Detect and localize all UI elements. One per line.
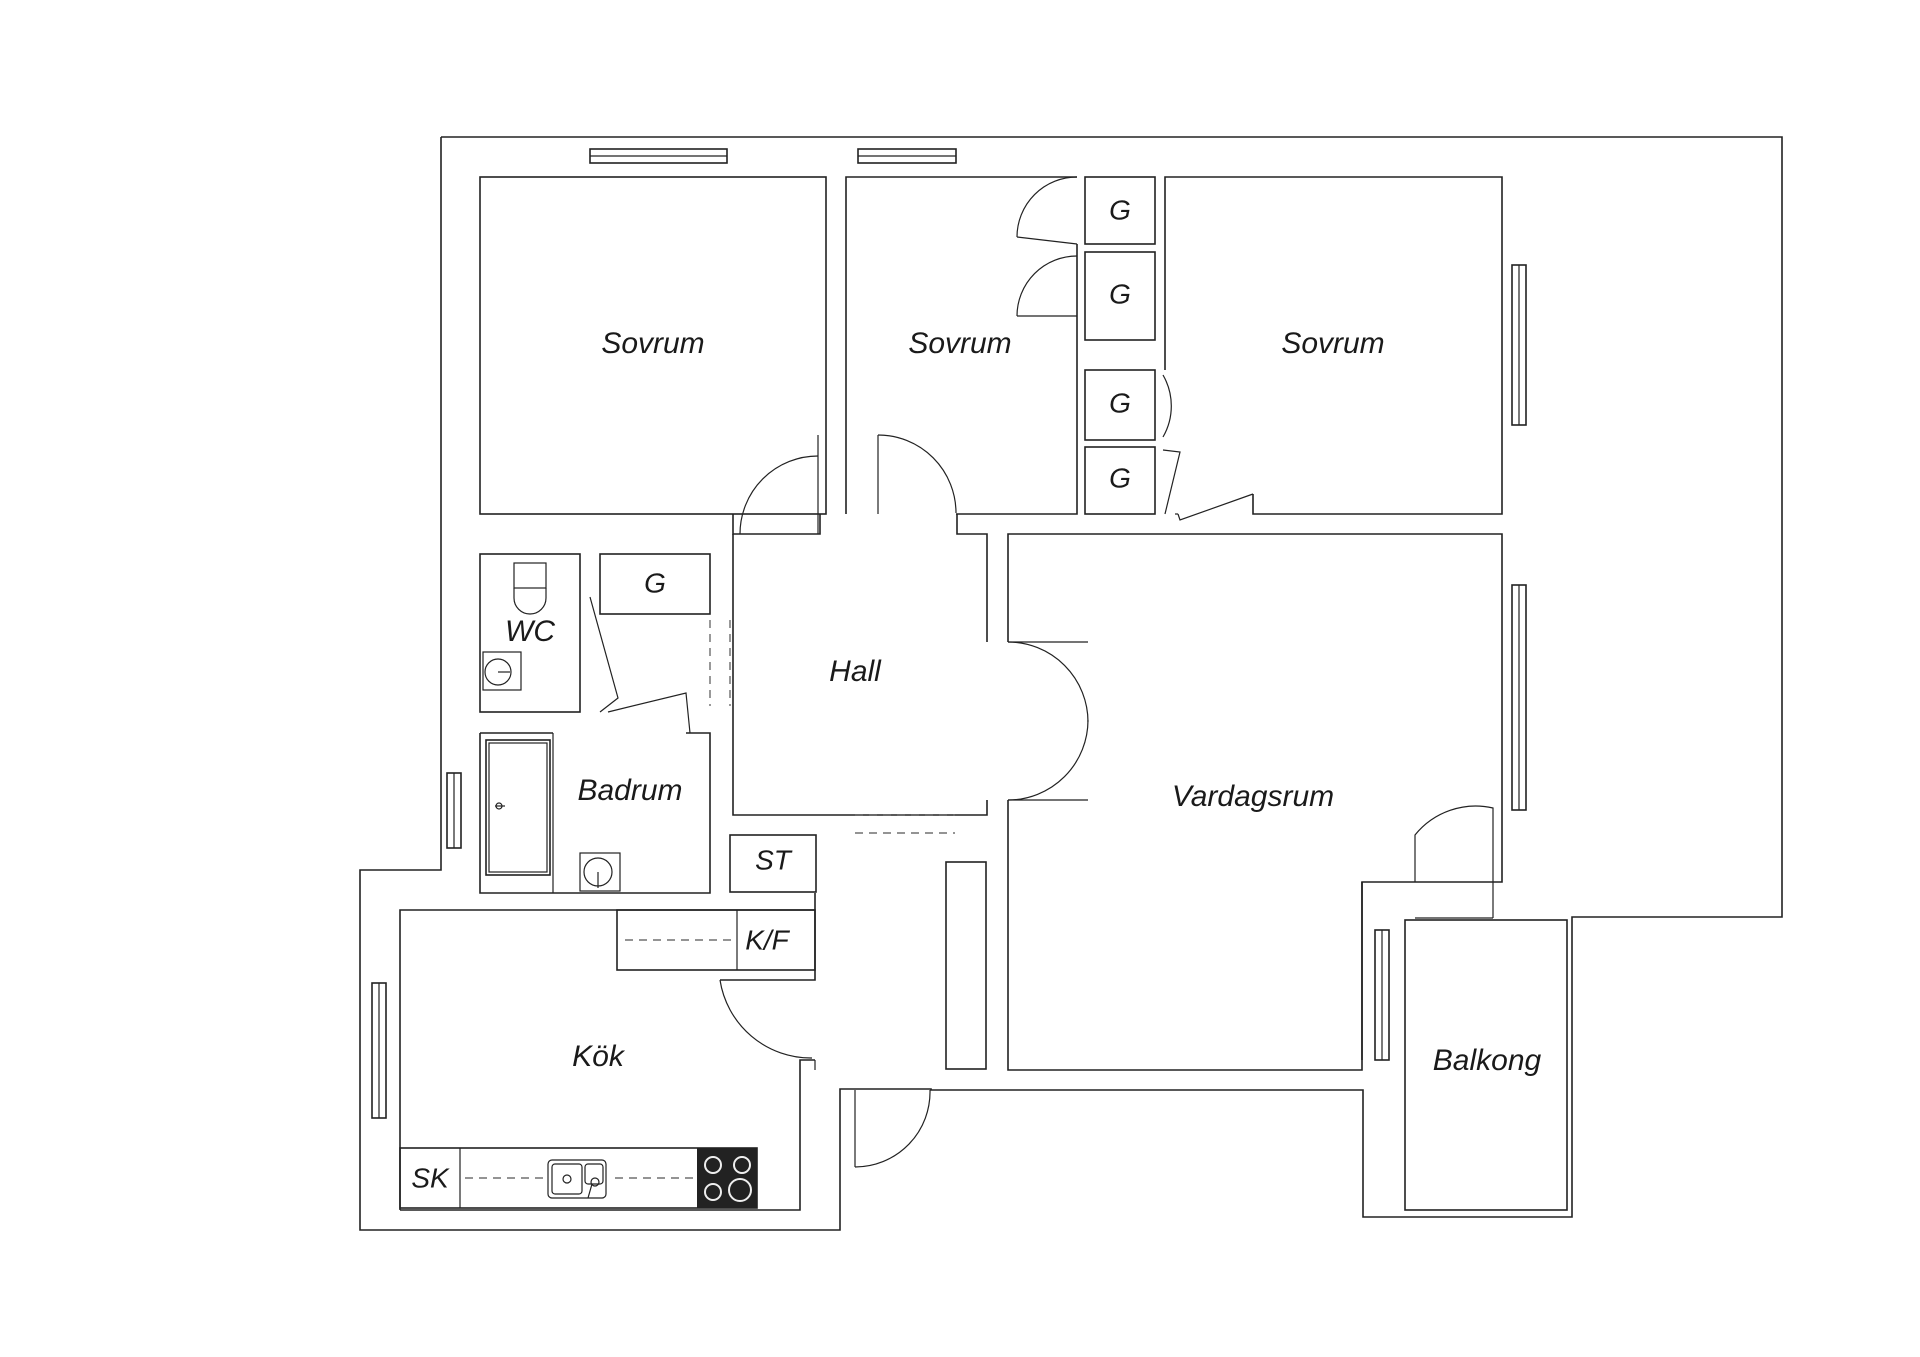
closet-label-2: G [1109, 278, 1131, 309]
bedroom-1 [479, 176, 827, 515]
balcony [1404, 919, 1568, 1211]
kitchen [399, 893, 931, 1211]
entrance-pillar [945, 861, 987, 1070]
storage-room-label: ST [755, 844, 793, 875]
windows [371, 148, 1527, 1119]
living-room [1007, 533, 1503, 1071]
hall-area [709, 434, 1089, 834]
closet-label-hall: G [644, 567, 666, 598]
cabinet-label: SK [411, 1162, 450, 1193]
room-label-bedroom-1: Sovrum [601, 327, 704, 360]
closet-label-1: G [1109, 194, 1131, 225]
room-label-kitchen: Kök [572, 1040, 626, 1073]
fridge-freezer-label: K/F [745, 924, 790, 955]
closet-label-4: G [1109, 462, 1131, 493]
closet-label-3: G [1109, 387, 1131, 418]
room-label-living-room: Vardagsrum [1172, 780, 1334, 813]
outer-walls [359, 136, 1783, 1231]
room-label-bathroom: Badrum [577, 774, 682, 807]
hall-closet [599, 553, 711, 615]
storage-room [729, 834, 817, 893]
bedroom-2 [845, 176, 1078, 515]
wc-room [479, 553, 619, 713]
room-label-bedroom-3: Sovrum [1281, 327, 1384, 360]
room-label-hall: Hall [829, 655, 882, 688]
bedroom-3 [1164, 176, 1503, 521]
bathroom [479, 692, 711, 894]
room-label-bedroom-2: Sovrum [908, 327, 1011, 360]
closets [1016, 176, 1181, 515]
room-label-wc: WC [505, 615, 555, 648]
room-label-balcony: Balkong [1433, 1044, 1542, 1077]
